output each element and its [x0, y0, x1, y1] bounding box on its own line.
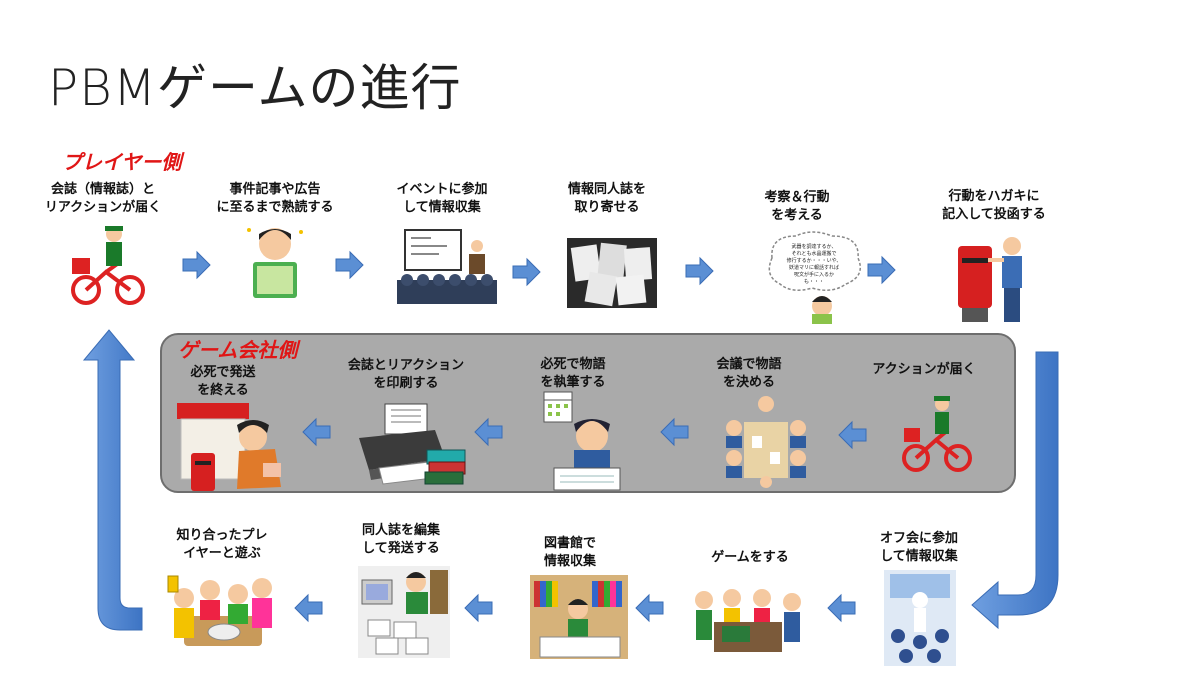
arrow-left-icon — [827, 593, 856, 623]
step-label: ゲームをする — [711, 550, 789, 565]
step-label: アクションが届く — [872, 362, 976, 377]
arrow-left-icon — [474, 417, 503, 447]
board-game-icon — [695, 589, 801, 652]
step-label: 会議で物語 を決める — [716, 357, 782, 390]
arrow-left-icon — [660, 417, 689, 447]
svg-text:それとも水晶運搬で: それとも水晶運搬で — [791, 250, 836, 257]
player-side-label: プレイヤー側 — [62, 150, 182, 174]
step-label: 事件記事や広告 に至るまで熟読する — [216, 182, 334, 215]
writing-desperately-icon — [543, 391, 621, 491]
reading-magazine-icon — [247, 228, 303, 298]
step-label: 会誌とリアクション を印刷する — [347, 358, 465, 391]
step-label: 会誌（情報誌）と リアクションが届く — [44, 182, 162, 215]
step-label: オフ会に参加 して情報収集 — [879, 531, 958, 564]
printer-icon — [359, 403, 466, 485]
step-label: 知り合ったプレ イヤーと遊ぶ — [176, 528, 268, 561]
arrow-left-icon — [635, 593, 664, 623]
cycle-arrow-right — [971, 351, 1059, 630]
arrow-left-icon — [838, 420, 867, 450]
step-label: 考察＆行動 を考える — [764, 190, 830, 223]
event-presentation-icon — [397, 229, 497, 304]
mail-delivery-bike-icon — [902, 396, 972, 472]
cycle-arrow-left — [82, 329, 143, 631]
arrow-right-icon — [335, 250, 364, 280]
arrow-right-icon — [182, 250, 211, 280]
step-label: 必死で発送 を終える — [190, 365, 256, 398]
arrow-right-icon — [512, 257, 541, 287]
step-label: 図書館で 情報収集 — [543, 536, 596, 569]
page-title: PBMゲームの進行 — [48, 59, 462, 117]
arrow-left-icon — [464, 593, 493, 623]
arrow-left-icon — [294, 593, 323, 623]
svg-text:武器を調達するか、: 武器を調達するか、 — [792, 243, 837, 250]
mail-delivery-bike-icon — [71, 226, 145, 305]
party-friends-icon — [167, 575, 272, 646]
arrow-right-icon — [685, 256, 714, 286]
step-label: 行動をハガキに 記入して投函する — [942, 189, 1046, 222]
svg-text:修行するか・・・いや、: 修行するか・・・いや、 — [787, 257, 842, 264]
thinking-person-icon: 武器を調達するか、 それとも水晶運搬で 修行するか・・・いや、 妖道マリに報話す… — [768, 231, 861, 324]
doujinshi-papers-icon — [567, 238, 657, 308]
offline-meeting-icon — [884, 570, 956, 666]
svg-text:呪文が手に入るか: 呪文が手に入るか — [794, 271, 834, 278]
arrow-right-icon — [867, 255, 896, 285]
svg-text:も・・・: も・・・ — [804, 279, 824, 285]
svg-text:妖道マリに報話すれば: 妖道マリに報話すれば — [789, 264, 839, 271]
step-label: イベントに参加 して情報収集 — [396, 182, 488, 215]
company-side-label: ゲーム会社側 — [178, 338, 298, 362]
library-icon — [530, 575, 628, 659]
step-label: 同人誌を編集 して発送する — [361, 523, 440, 556]
post-office-exhausted-icon — [177, 403, 281, 491]
mailbox-post-icon — [958, 237, 1022, 322]
meeting-table-icon — [726, 396, 806, 488]
arrow-left-icon — [302, 417, 331, 447]
editing-desk-icon — [358, 566, 450, 658]
step-label: 情報同人誌を 取り寄せる — [567, 182, 646, 215]
step-label: 必死で物語 を執筆する — [540, 357, 606, 390]
